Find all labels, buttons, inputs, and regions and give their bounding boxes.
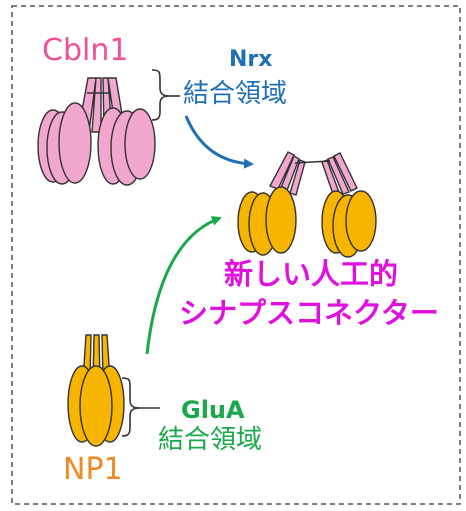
dashed-frame [11,5,461,505]
nrx-arrow [184,115,254,169]
np1-domain [79,365,113,447]
new-connector-label-line1: 新しい人工的 [224,257,399,291]
glua-bracket [121,377,141,437]
cbln1-domain [124,108,156,180]
nrx-label: Nrx [229,47,273,72]
np1-protein [67,334,125,447]
cbln1-label: Cbln1 [42,33,129,68]
glua-binding-label: 結合領域 [158,425,263,455]
np1-label: NP1 [63,452,123,487]
new-connector-protein [237,151,377,258]
new-connector-stalk-right [321,152,358,198]
glua-arrow [145,216,222,355]
glua-label: GluA [181,396,245,424]
cbln1-stalks [77,77,126,133]
new-connector-label-line2: シナプスコネクター [179,296,439,330]
cbln1-protein [37,77,156,186]
new-connector-domain [345,190,377,252]
cbln1-domain [58,102,92,184]
nrx-bracket [151,69,171,121]
new-connector-domain [265,186,297,254]
new-connector-link [294,160,331,164]
nrx-binding-label: 結合領域 [183,79,288,109]
